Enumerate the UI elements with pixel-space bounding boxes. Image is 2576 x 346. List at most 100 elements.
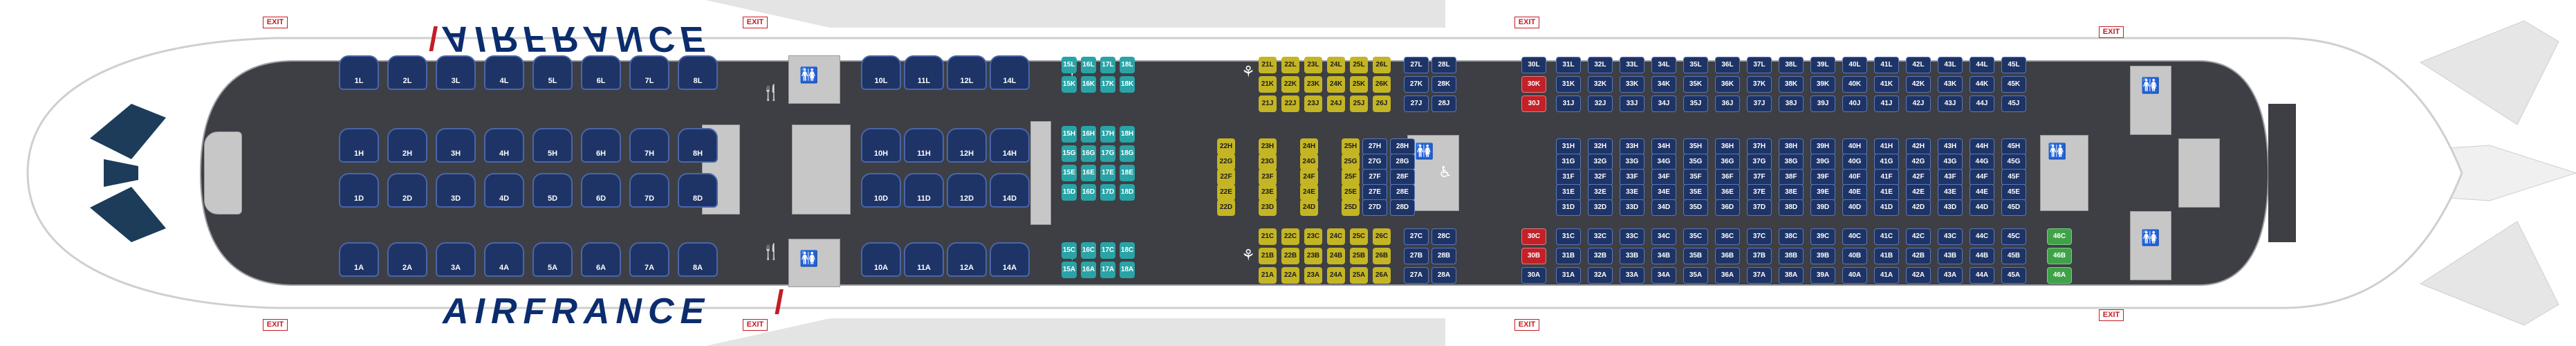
seat-15E[interactable]: 15E [1062, 165, 1077, 181]
seat-26C[interactable]: 26C [1373, 228, 1391, 245]
seat-22J[interactable]: 22J [1281, 95, 1299, 112]
seat-16E[interactable]: 16E [1081, 165, 1096, 181]
seat-34K[interactable]: 34K [1651, 76, 1676, 93]
seat-5A[interactable]: 5A [532, 242, 573, 277]
seat-15A[interactable]: 15A [1062, 262, 1077, 278]
seat-42L[interactable]: 42L [1906, 57, 1931, 73]
seat-40A[interactable]: 40A [1842, 267, 1867, 284]
seat-30J[interactable]: 30J [1521, 95, 1546, 112]
seat-43B[interactable]: 43B [1938, 248, 1963, 264]
seat-18D[interactable]: 18D [1120, 184, 1135, 201]
seat-14L[interactable]: 14L [990, 55, 1030, 90]
seat-33D[interactable]: 33D [1620, 199, 1644, 216]
seat-26B[interactable]: 26B [1373, 248, 1391, 264]
seat-23F[interactable]: 23F [1259, 169, 1277, 185]
seat-36A[interactable]: 36A [1715, 267, 1740, 284]
seat-23C[interactable]: 23C [1304, 228, 1322, 245]
seat-39E[interactable]: 39E [1810, 184, 1835, 201]
seat-4A[interactable]: 4A [484, 242, 524, 277]
seat-35B[interactable]: 35B [1683, 248, 1708, 264]
seat-27B[interactable]: 27B [1404, 248, 1429, 264]
seat-44J[interactable]: 44J [1970, 95, 1994, 112]
seat-15C[interactable]: 15C [1062, 242, 1077, 259]
seat-39F[interactable]: 39F [1810, 169, 1835, 185]
seat-22B[interactable]: 22B [1281, 248, 1299, 264]
seat-25E[interactable]: 25E [1342, 184, 1360, 201]
seat-10D[interactable]: 10D [861, 173, 901, 208]
seat-37J[interactable]: 37J [1747, 95, 1772, 112]
seat-42F[interactable]: 42F [1906, 169, 1931, 185]
seat-31A[interactable]: 31A [1556, 267, 1581, 284]
seat-24L[interactable]: 24L [1327, 57, 1345, 73]
seat-25K[interactable]: 25K [1350, 76, 1368, 93]
seat-22A[interactable]: 22A [1281, 267, 1299, 284]
seat-45F[interactable]: 45F [2001, 169, 2026, 185]
seat-37G[interactable]: 37G [1747, 154, 1772, 170]
seat-35L[interactable]: 35L [1683, 57, 1708, 73]
seat-1L[interactable]: 1L [339, 55, 379, 90]
seat-7H[interactable]: 7H [629, 128, 669, 163]
seat-22H[interactable]: 22H [1217, 138, 1235, 155]
seat-32G[interactable]: 32G [1588, 154, 1613, 170]
seat-11A[interactable]: 11A [904, 242, 944, 277]
seat-37E[interactable]: 37E [1747, 184, 1772, 201]
seat-36B[interactable]: 36B [1715, 248, 1740, 264]
seat-7A[interactable]: 7A [629, 242, 669, 277]
seat-34C[interactable]: 34C [1651, 228, 1676, 245]
seat-34D[interactable]: 34D [1651, 199, 1676, 216]
seat-45A[interactable]: 45A [2001, 267, 2026, 284]
seat-22K[interactable]: 22K [1281, 76, 1299, 93]
seat-16C[interactable]: 16C [1081, 242, 1096, 259]
seat-38D[interactable]: 38D [1779, 199, 1804, 216]
seat-41J[interactable]: 41J [1874, 95, 1899, 112]
seat-37H[interactable]: 37H [1747, 138, 1772, 155]
seat-24B[interactable]: 24B [1327, 248, 1345, 264]
seat-27C[interactable]: 27C [1404, 228, 1429, 245]
seat-43D[interactable]: 43D [1938, 199, 1963, 216]
seat-27D[interactable]: 27D [1362, 199, 1387, 216]
seat-35H[interactable]: 35H [1683, 138, 1708, 155]
seat-28H[interactable]: 28H [1390, 138, 1415, 155]
seat-14A[interactable]: 14A [990, 242, 1030, 277]
seat-44B[interactable]: 44B [1970, 248, 1994, 264]
seat-10A[interactable]: 10A [861, 242, 901, 277]
seat-32C[interactable]: 32C [1588, 228, 1613, 245]
seat-42B[interactable]: 42B [1906, 248, 1931, 264]
seat-25L[interactable]: 25L [1350, 57, 1368, 73]
seat-33F[interactable]: 33F [1620, 169, 1644, 185]
seat-33A[interactable]: 33A [1620, 267, 1644, 284]
seat-31L[interactable]: 31L [1556, 57, 1581, 73]
seat-12D[interactable]: 12D [947, 173, 987, 208]
seat-27L[interactable]: 27L [1404, 57, 1429, 73]
seat-2L[interactable]: 2L [387, 55, 427, 90]
seat-28J[interactable]: 28J [1431, 95, 1456, 112]
seat-31C[interactable]: 31C [1556, 228, 1581, 245]
seat-33K[interactable]: 33K [1620, 76, 1644, 93]
seat-21J[interactable]: 21J [1259, 95, 1277, 112]
seat-33H[interactable]: 33H [1620, 138, 1644, 155]
seat-27G[interactable]: 27G [1362, 154, 1387, 170]
seat-12L[interactable]: 12L [947, 55, 987, 90]
seat-41B[interactable]: 41B [1874, 248, 1899, 264]
seat-43E[interactable]: 43E [1938, 184, 1963, 201]
seat-17H[interactable]: 17H [1100, 126, 1115, 143]
seat-38K[interactable]: 38K [1779, 76, 1804, 93]
seat-41G[interactable]: 41G [1874, 154, 1899, 170]
seat-37B[interactable]: 37B [1747, 248, 1772, 264]
seat-40D[interactable]: 40D [1842, 199, 1867, 216]
seat-40B[interactable]: 40B [1842, 248, 1867, 264]
seat-35A[interactable]: 35A [1683, 267, 1708, 284]
seat-8L[interactable]: 8L [678, 55, 718, 90]
seat-41L[interactable]: 41L [1874, 57, 1899, 73]
seat-31K[interactable]: 31K [1556, 76, 1581, 93]
seat-1D[interactable]: 1D [339, 173, 379, 208]
seat-6H[interactable]: 6H [581, 128, 621, 163]
seat-43F[interactable]: 43F [1938, 169, 1963, 185]
seat-39L[interactable]: 39L [1810, 57, 1835, 73]
seat-28B[interactable]: 28B [1431, 248, 1456, 264]
seat-16D[interactable]: 16D [1081, 184, 1096, 201]
seat-39J[interactable]: 39J [1810, 95, 1835, 112]
seat-33G[interactable]: 33G [1620, 154, 1644, 170]
seat-21B[interactable]: 21B [1259, 248, 1277, 264]
seat-40G[interactable]: 40G [1842, 154, 1867, 170]
